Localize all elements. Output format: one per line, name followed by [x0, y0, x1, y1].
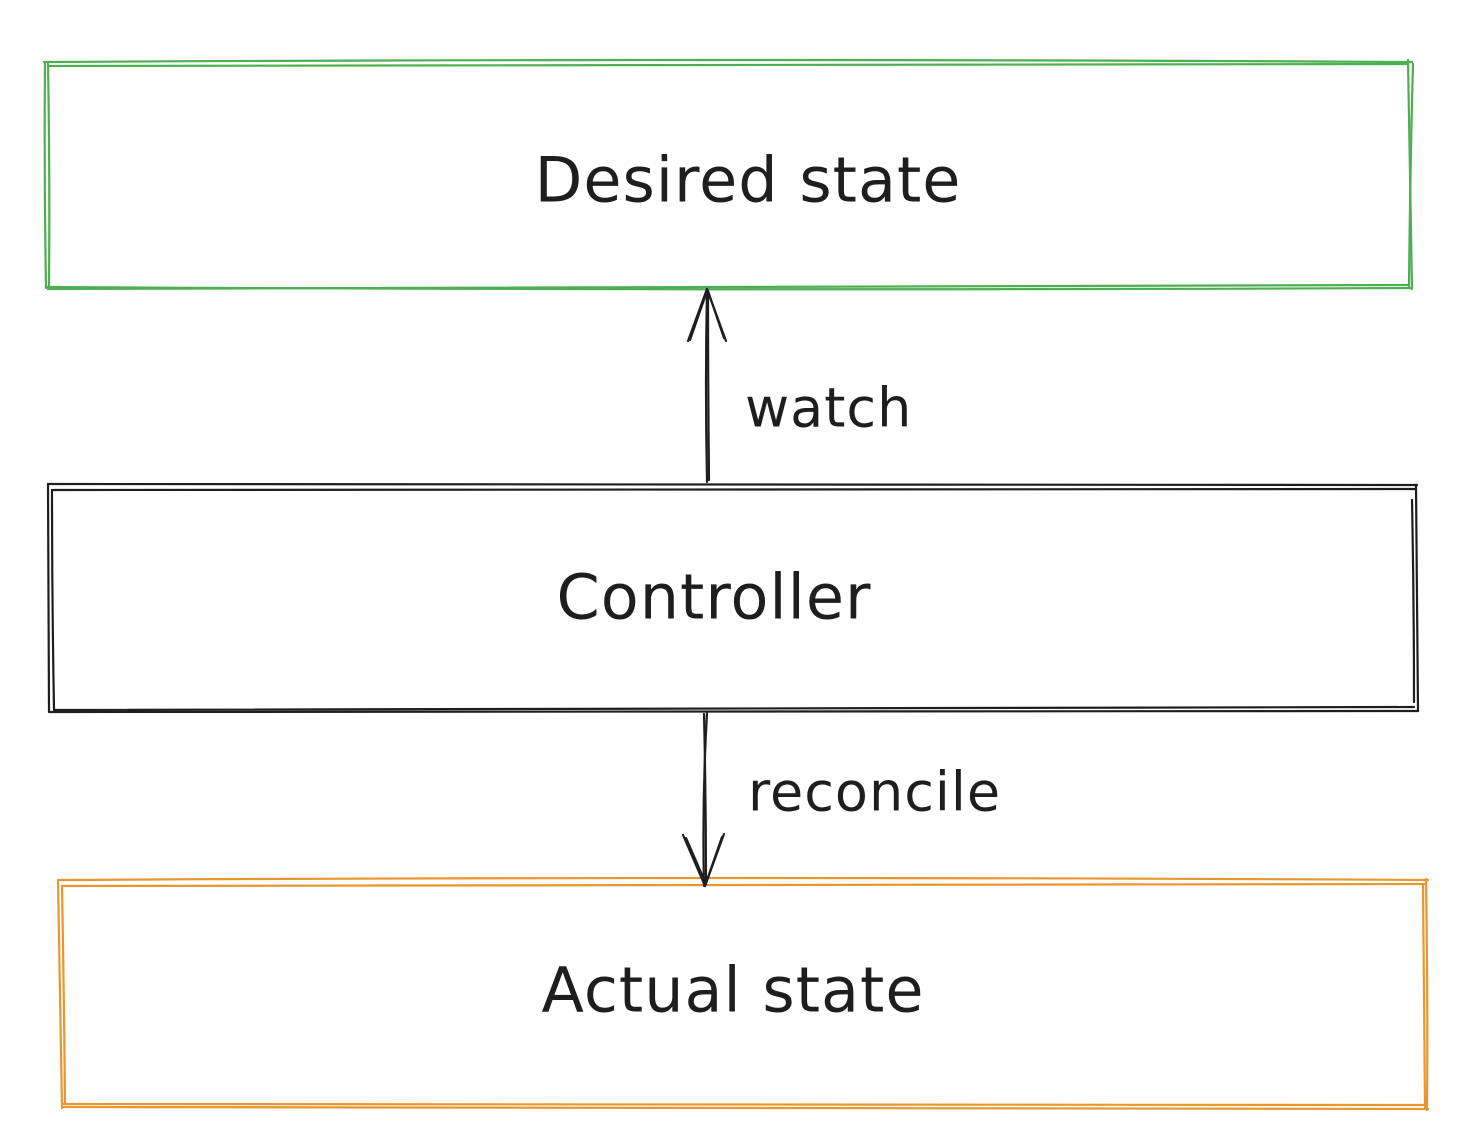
reconcile-label: reconcile: [748, 760, 1002, 824]
desired-state-box[interactable]: [42, 58, 1415, 291]
actual-state-label: Actual state: [541, 953, 925, 1027]
desired-state-label: Desired state: [534, 143, 962, 217]
reconcile-arrow: [681, 711, 726, 888]
actual-state-box[interactable]: [56, 876, 1430, 1112]
watch-label: watch: [745, 376, 913, 440]
watch-arrow: [686, 287, 728, 484]
controller-label: Controller: [556, 560, 872, 634]
controller-box[interactable]: [46, 482, 1420, 714]
